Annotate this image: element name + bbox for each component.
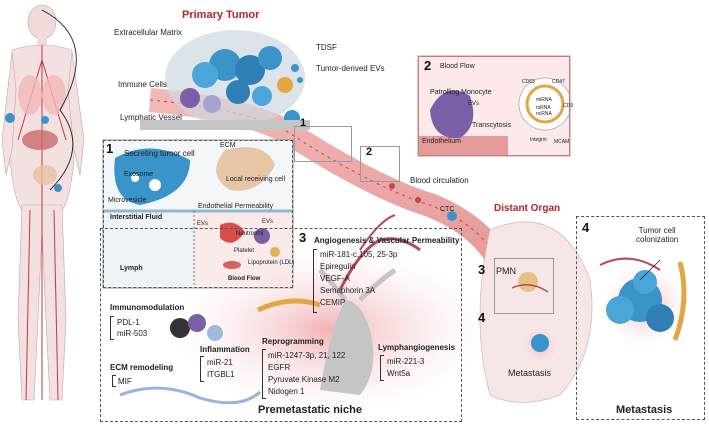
label-tumor-derived-evs: Tumor-derived EVs bbox=[316, 64, 385, 73]
label-endothelial-permeability: Endothelial Permeability bbox=[198, 203, 274, 210]
primary-tumor-illustration bbox=[140, 30, 310, 130]
label-immune-cells: Immune Cells bbox=[118, 80, 167, 89]
label-transcytosis: Transcytosis bbox=[472, 122, 512, 129]
label-ncrna: ncRNA bbox=[536, 111, 552, 117]
label-endothelium: Endothelium bbox=[422, 138, 461, 145]
inflam-item-1: miR-21 bbox=[207, 358, 233, 367]
label-cd9: CD9 bbox=[563, 103, 574, 109]
reprog-item-4: Nidogen 1 bbox=[268, 387, 305, 396]
lymph-item-2: Wnt5a bbox=[387, 369, 411, 378]
immuno-item-2: miR-503 bbox=[117, 329, 148, 338]
label-platelet: Platelet bbox=[234, 248, 255, 254]
lymph-bracket bbox=[380, 355, 384, 381]
label-lipoprotein: Lipoprotein (LDL) bbox=[248, 260, 295, 266]
callout-1-box bbox=[294, 126, 352, 162]
label-extracellular-matrix: Extracellular Matrix bbox=[114, 28, 183, 37]
reprog-item-3: Pyruvate Kinase M2 bbox=[268, 375, 340, 384]
lymph-title: Lymphangiogenesis bbox=[378, 343, 456, 352]
angio-title: Angiogenesis & Vascular Permeability bbox=[314, 236, 460, 245]
label-exosome: Exosome bbox=[124, 171, 154, 178]
label-evs-2: EVs bbox=[262, 219, 274, 225]
label-evs-1: EVs bbox=[197, 221, 209, 227]
label-ecm: ECM bbox=[220, 142, 236, 149]
immuno-item-1: PDL-1 bbox=[117, 318, 140, 327]
ecm-item-1: MIF bbox=[118, 377, 132, 386]
label-blood-flow-1: Blood Flow bbox=[228, 276, 261, 282]
immuno-title: Immunomodulation bbox=[110, 303, 185, 312]
label-mrna: mRNA bbox=[536, 105, 551, 111]
ecm-remodel-title: ECM remodeling bbox=[110, 363, 174, 372]
angio-item-3: VEGF-A bbox=[320, 274, 350, 283]
step-2-label: 2 bbox=[366, 146, 373, 158]
label-blood-circulation: Blood circulation bbox=[410, 176, 469, 185]
label-evs-panel2: EVs bbox=[468, 101, 480, 107]
callout-3-box bbox=[494, 258, 554, 314]
reprog-item-2: EGFR bbox=[268, 363, 291, 372]
angio-item-5: CEMIP bbox=[320, 298, 346, 307]
label-neutrophil: Neutrophil bbox=[236, 231, 264, 237]
primary-tumor-title: Primary Tumor bbox=[182, 9, 260, 21]
panel-2-number: 2 bbox=[424, 58, 432, 73]
panel-2-box bbox=[418, 56, 570, 156]
reprog-bracket bbox=[262, 349, 266, 399]
label-local-receiving-cell: Local receiving cell bbox=[226, 176, 286, 183]
angio-item-4: Semaphorin 3A bbox=[320, 286, 376, 295]
panel-1-box bbox=[103, 140, 293, 288]
distant-organ-title: Distant Organ bbox=[494, 203, 561, 214]
ecm-bracket bbox=[112, 375, 116, 387]
panel-1-number: 1 bbox=[106, 141, 114, 156]
reprog-title: Reprogramming bbox=[262, 337, 324, 346]
label-ctc: CTC bbox=[440, 206, 455, 213]
panel-4-number: 4 bbox=[582, 220, 590, 235]
label-tdsf: TDSF bbox=[316, 43, 337, 52]
label-cd47: CD47 bbox=[552, 79, 565, 85]
label-lymph: Lymph bbox=[120, 265, 143, 272]
inflam-title: Inflammation bbox=[200, 345, 250, 354]
angio-item-1: miR-181-c,105, 25-3p bbox=[320, 250, 398, 259]
label-interstitial-fluid: Interstitial Fluid bbox=[110, 214, 163, 221]
step-3-label: 3 bbox=[478, 262, 486, 277]
label-mirna: miRNA bbox=[536, 97, 552, 103]
step-4-label: 4 bbox=[478, 310, 486, 325]
lymph-item-1: miR-221-3 bbox=[387, 357, 425, 366]
label-patrolling-monocyte: Patrolling Monocyte bbox=[430, 89, 492, 96]
label-microvesicle: Microvesicle bbox=[108, 197, 147, 204]
label-integrin: Integrin bbox=[530, 137, 547, 143]
human-body-illustration bbox=[1, 4, 85, 401]
label-tumor-cell-colonization: Tumor cell colonization bbox=[636, 226, 679, 245]
panel-3-box bbox=[100, 228, 462, 422]
label-secreting-tumor-cell: Secreting tumor cell bbox=[124, 149, 195, 158]
premetastatic-niche-footer: Premetastatic niche bbox=[258, 404, 362, 416]
panel-4-box bbox=[576, 216, 705, 420]
reprog-item-1: miR-1247-3p, 21, 122 bbox=[268, 351, 346, 360]
label-cd63: CD63 bbox=[522, 79, 535, 85]
callout-2-box bbox=[360, 146, 400, 182]
label-metastasis-lung: Metastasis bbox=[508, 368, 552, 378]
immuno-bracket bbox=[110, 316, 114, 340]
label-mcam: MCAM bbox=[554, 139, 570, 145]
inflam-bracket bbox=[200, 356, 204, 382]
angio-bracket bbox=[313, 249, 317, 313]
label-pmn: PMN bbox=[496, 266, 516, 276]
label-lymphatic-vessel: Lymphatic Vessel bbox=[120, 113, 182, 122]
step-1-label: 1 bbox=[300, 117, 307, 129]
panel-3-number: 3 bbox=[299, 230, 307, 245]
label-blood-flow-2: Blood Flow bbox=[440, 63, 475, 70]
metastasis-footer: Metastasis bbox=[616, 404, 673, 416]
inflam-item-2: ITGBL1 bbox=[207, 370, 235, 379]
angio-item-2: Epiregulin bbox=[320, 262, 356, 271]
